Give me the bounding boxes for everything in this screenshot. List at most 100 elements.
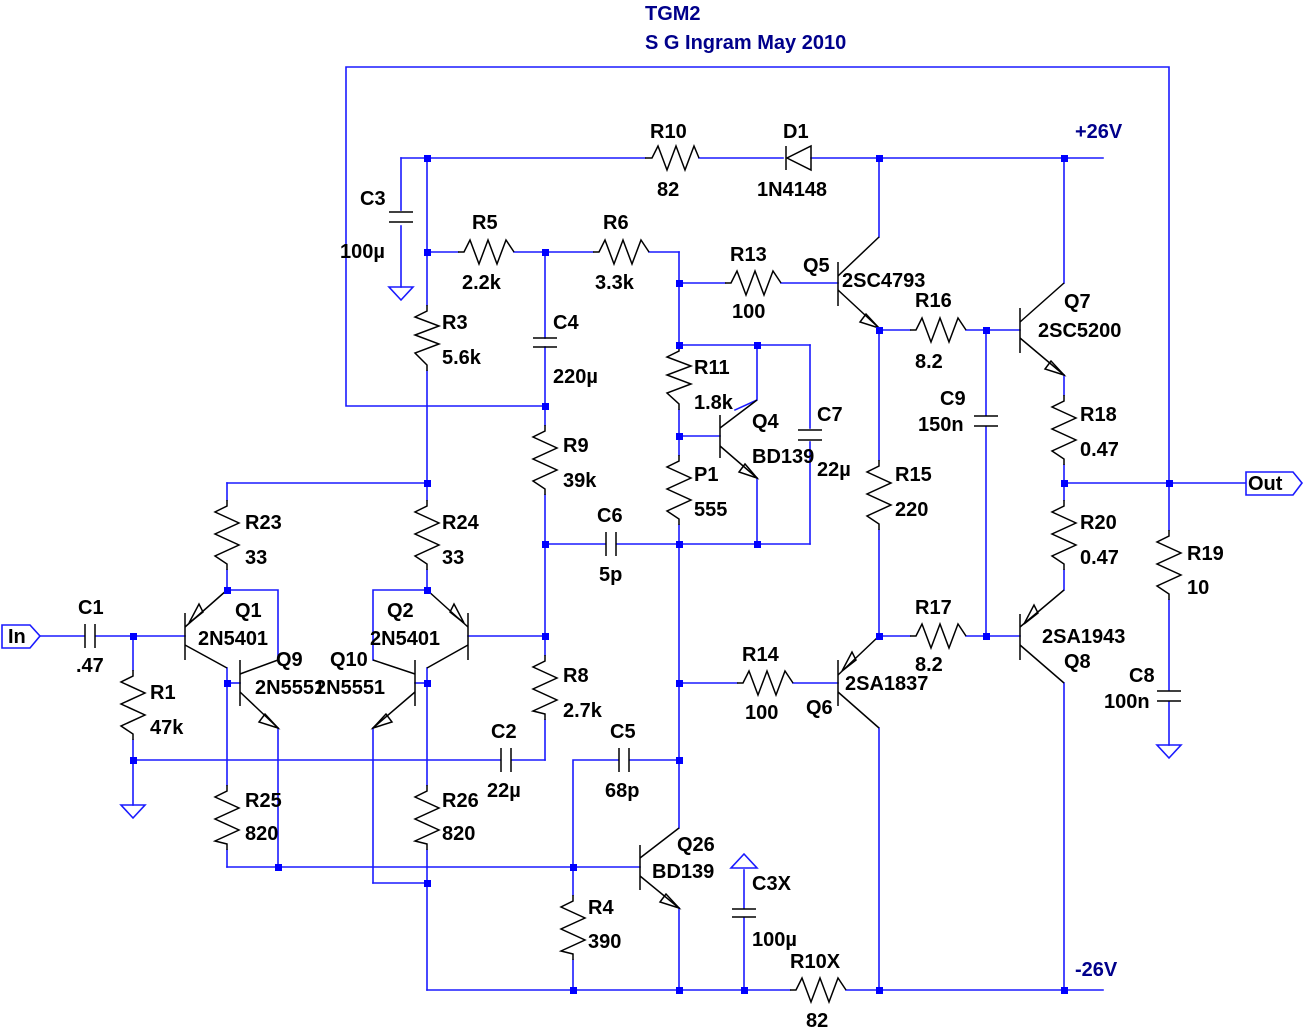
c3-ref: C3 (360, 188, 386, 210)
q7-ref: Q7 (1064, 291, 1091, 313)
q7-value: 2SC5200 (1038, 320, 1121, 342)
diagram-subtitle: S G Ingram May 2010 (645, 32, 846, 54)
transistor-q4 (719, 399, 760, 480)
capacitor-c1 (84, 624, 96, 648)
r6-value: 3.3k (595, 272, 635, 294)
r10-value: 82 (657, 179, 679, 201)
r4-ref: R4 (588, 897, 614, 919)
junctions (130, 155, 1173, 994)
resistor-r18 (1050, 395, 1078, 465)
r11-ref: R11 (694, 357, 730, 379)
q1-ref: Q1 (235, 600, 262, 622)
resistor-r23 (213, 500, 241, 570)
c6-value: 5p (599, 564, 622, 586)
resistor-r13 (725, 268, 782, 298)
c9-ref: C9 (940, 388, 966, 410)
r14-ref: R14 (742, 644, 780, 666)
r18-value: 0.47 (1080, 439, 1119, 461)
r26-value: 820 (442, 823, 475, 845)
r1-ref: R1 (150, 682, 176, 704)
capacitor-c2 (500, 748, 512, 772)
port-input-label: In (8, 626, 26, 648)
d1-ref: D1 (783, 121, 809, 143)
resistor-r19 (1155, 530, 1183, 600)
transistor-q2 (426, 589, 469, 669)
r5-value: 2.2k (462, 272, 502, 294)
q2-ref: Q2 (387, 600, 414, 622)
transistor-q1 (184, 589, 228, 669)
c7-value: 22µ (817, 459, 851, 481)
r3-value: 5.6k (442, 347, 482, 369)
r16-ref: R16 (915, 290, 952, 312)
capacitor-c9 (974, 415, 998, 427)
r3-ref: R3 (442, 312, 468, 334)
q5-ref: Q5 (803, 255, 830, 277)
supply-positive-label: +26V (1075, 121, 1123, 143)
r10x-ref: R10X (790, 951, 841, 973)
q10-value: 2N5551 (315, 677, 385, 699)
port-input: In (1, 624, 42, 649)
transistor-q10 (370, 659, 416, 730)
ground-icon (387, 286, 415, 302)
feedback-wire (345, 66, 1170, 484)
r13-ref: R13 (730, 244, 767, 266)
r14-value: 100 (745, 702, 778, 724)
resistor-r4 (558, 895, 587, 960)
q9-value: 2N5551 (255, 677, 325, 699)
c5-value: 68p (605, 780, 639, 802)
capacitor-c7 (798, 429, 822, 441)
r17-ref: R17 (915, 597, 952, 619)
r19-value: 10 (1187, 577, 1209, 599)
c8-value: 100n (1104, 691, 1150, 713)
q1-value: 2N5401 (198, 628, 268, 650)
c6-ref: C6 (597, 505, 623, 527)
r6-ref: R6 (603, 212, 629, 234)
resistor-r1 (119, 670, 147, 740)
c4-ref: C4 (553, 312, 579, 334)
q10-ref: Q10 (330, 649, 368, 671)
r20-ref: R20 (1080, 512, 1117, 534)
transistor-q26 (639, 827, 682, 910)
c9-value: 150n (918, 414, 964, 436)
resistor-r25 (212, 785, 241, 850)
capacitors (84, 211, 1181, 918)
c3-value: 100µ (340, 241, 385, 263)
c4-value: 220µ (553, 366, 598, 388)
c3x-ref: C3X (752, 873, 792, 895)
resistor-r11 (664, 345, 694, 410)
q26-ref: Q26 (677, 834, 715, 856)
c3x-value: 100µ (752, 929, 797, 951)
transistor-q8 (1019, 589, 1065, 684)
p1-ref: P1 (694, 464, 718, 486)
resistor-r15 (865, 460, 893, 530)
ground-icon (119, 804, 147, 820)
r13-value: 100 (732, 301, 765, 323)
c1-value: .47 (76, 655, 104, 677)
supply-up-arrow-icon (729, 852, 759, 869)
capacitor-c5 (618, 748, 630, 772)
r23-ref: R23 (245, 512, 282, 534)
d1-value: 1N4148 (757, 179, 827, 201)
r9-value: 39k (563, 470, 597, 492)
r10x-value: 82 (806, 1010, 828, 1032)
resistor-r17 (910, 621, 967, 651)
r9-ref: R9 (563, 435, 589, 457)
q5-value: 2SC4793 (842, 270, 925, 292)
resistor-r8 (530, 655, 559, 720)
resistor-r26 (412, 785, 441, 850)
r4-value: 390 (588, 931, 621, 953)
r10-ref: R10 (650, 121, 687, 143)
r24-value: 33 (442, 547, 464, 569)
q4-value: BD139 (752, 446, 814, 468)
r15-ref: R15 (895, 464, 932, 486)
r15-value: 220 (895, 499, 928, 521)
capacitor-c8 (1157, 690, 1181, 702)
resistor-r20 (1050, 500, 1078, 570)
c7-ref: C7 (817, 404, 843, 426)
r24-ref: R24 (442, 512, 480, 534)
ground-symbols (119, 286, 1183, 869)
c5-ref: C5 (610, 721, 636, 743)
q6-value: 2SA1837 (845, 673, 928, 695)
resistor-r3 (412, 305, 442, 371)
